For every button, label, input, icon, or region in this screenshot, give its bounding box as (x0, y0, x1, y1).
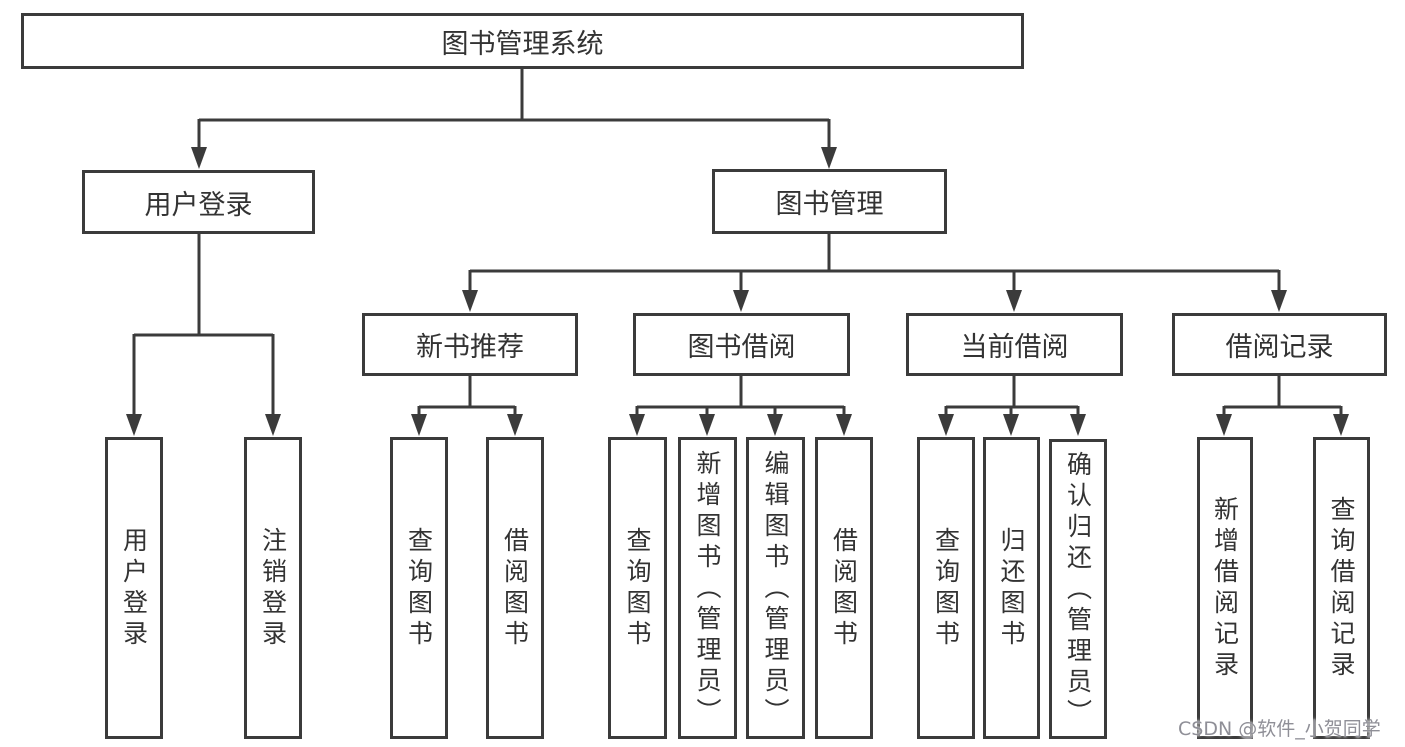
node-book-borrow: 图书借阅 (633, 313, 850, 376)
leaf-add-book-admin: 新增图书（管理员） (678, 437, 737, 739)
node-borrow-records: 借阅记录 (1172, 313, 1387, 376)
leaf-query-books-current: 查询图书 (917, 437, 975, 739)
leaf-confirm-return-admin: 确认归还（管理员） (1049, 439, 1107, 739)
leaf-query-books-recommend: 查询图书 (390, 437, 448, 739)
leaf-edit-book-admin: 编辑图书（管理员） (746, 437, 805, 739)
leaf-return-books: 归还图书 (983, 437, 1040, 739)
node-user-login: 用户登录 (82, 170, 315, 234)
node-current-borrow: 当前借阅 (906, 313, 1123, 376)
leaf-borrow-books-recommend: 借阅图书 (486, 437, 544, 739)
leaf-query-books-borrow: 查询图书 (608, 437, 667, 739)
csdn-watermark: CSDN @软件_小贺同学 (1178, 718, 1381, 740)
node-book-management: 图书管理 (712, 169, 947, 234)
leaf-add-borrow-record: 新增借阅记录 (1197, 437, 1253, 739)
node-new-book-recommend: 新书推荐 (362, 313, 578, 376)
leaf-logout: 注销登录 (244, 437, 302, 739)
leaf-query-borrow-record: 查询借阅记录 (1313, 437, 1370, 739)
node-root-library-system: 图书管理系统 (21, 13, 1024, 69)
leaf-user-login: 用户登录 (105, 437, 163, 739)
leaf-borrow-books: 借阅图书 (815, 437, 873, 739)
